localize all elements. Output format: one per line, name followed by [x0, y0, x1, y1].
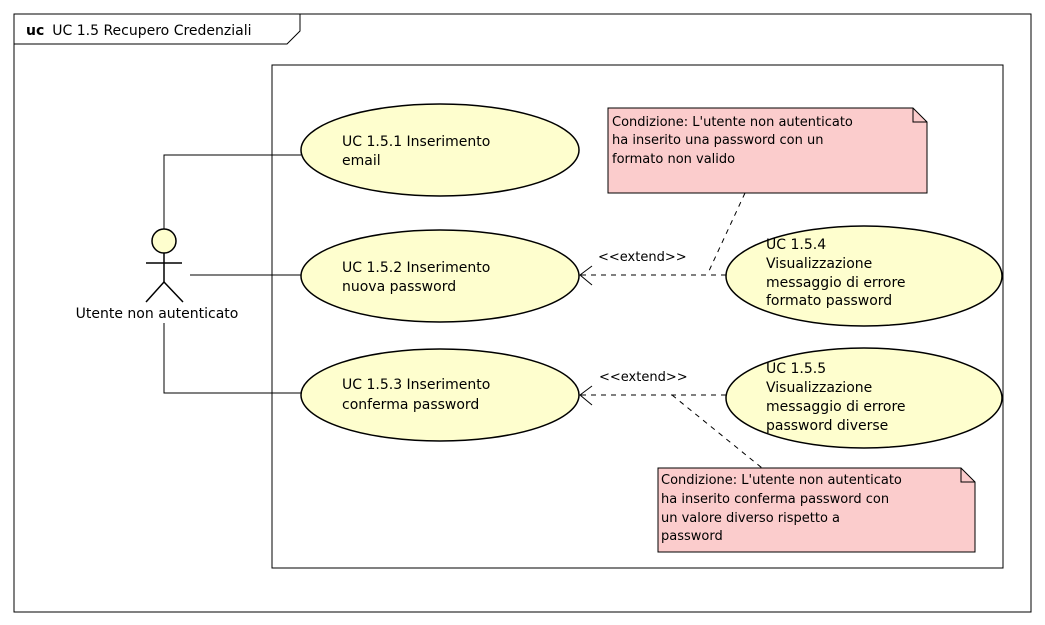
association-uc151	[163, 154, 301, 229]
extend-arrowhead	[579, 265, 593, 286]
use-case-label-line2: email	[342, 153, 381, 169]
use-case-uc-1-5-2: UC 1.5.2 Inserimento nuova password	[300, 229, 580, 323]
use-case-label-line1: UC 1.5.1 Inserimento	[342, 134, 490, 150]
use-case-label-line1: UC 1.5.3 Inserimento	[342, 377, 490, 393]
extend-label: <<extend>>	[598, 250, 687, 265]
use-case-ellipse	[300, 348, 580, 442]
use-case-uc-1-5-4: UC 1.5.4 Visualizzazione messaggio di er…	[725, 225, 1003, 327]
note-line4: password	[661, 529, 723, 544]
note-2: Condizione: L'utente non autenticato ha …	[657, 394, 976, 553]
use-case-label-line2: Visualizzazione	[766, 256, 872, 272]
extend-relation-1: <<extend>>	[579, 250, 726, 286]
frame-keyword: uc	[26, 23, 44, 39]
frame-label-box	[14, 14, 301, 45]
note-fold	[960, 468, 975, 483]
actor-head	[151, 228, 177, 254]
use-case-label-line1: UC 1.5.4	[766, 237, 826, 253]
actor-name: Utente non autenticato	[76, 306, 239, 322]
frame-label: uc UC 1.5 Recupero Credenziali	[26, 22, 252, 39]
note-line1: Condizione: L'utente non autenticato	[661, 473, 902, 488]
use-case-uc-1-5-5: UC 1.5.5 Visualizzazione messaggio di er…	[725, 347, 1003, 449]
use-case-uc-1-5-3: UC 1.5.3 Inserimento conferma password	[300, 348, 580, 442]
use-case-label-line2: nuova password	[342, 279, 456, 295]
use-case-label-line3: messaggio di errore	[766, 275, 906, 291]
use-case-ellipse	[300, 229, 580, 323]
use-case-label-line1: UC 1.5.5	[766, 361, 826, 377]
use-case-label-line2: conferma password	[342, 397, 479, 413]
note-fold	[912, 108, 927, 123]
use-case-label-line4: password diverse	[766, 418, 888, 434]
use-case-uc-1-5-1: UC 1.5.1 Inserimento email	[300, 103, 580, 197]
note-body	[607, 107, 928, 194]
use-case-label-line2: Visualizzazione	[766, 380, 872, 396]
extend-arrowhead	[579, 385, 593, 406]
actor-left-leg	[145, 281, 165, 303]
note-line3: un valore diverso rispetto a	[661, 511, 840, 526]
frame-title: UC 1.5 Recupero Credenziali	[52, 23, 251, 39]
note-line1: Condizione: L'utente non autenticato	[612, 115, 853, 130]
use-case-label-line3: messaggio di errore	[766, 399, 906, 415]
note-body	[657, 467, 976, 553]
use-case-label-line4: formato password	[766, 293, 892, 309]
note-line2: ha inserito una password con un	[612, 133, 823, 148]
note-line2: ha inserito conferma password con	[661, 492, 889, 507]
association-uc153	[163, 323, 301, 394]
use-case-ellipse	[725, 347, 1003, 449]
actor-right-leg	[163, 281, 184, 303]
system-boundary	[271, 64, 1004, 569]
use-case-label-line1: UC 1.5.2 Inserimento	[342, 260, 490, 276]
note-1: Condizione: L'utente non autenticato ha …	[607, 107, 928, 274]
extend-relation-2: <<extend>>	[579, 370, 726, 406]
note-connector	[707, 192, 746, 274]
note-line3: formato non valido	[612, 152, 735, 167]
extend-label: <<extend>>	[599, 370, 688, 385]
use-case-ellipse	[725, 225, 1003, 327]
use-case-ellipse	[300, 103, 580, 197]
actor-utente-non-autenticato: Utente non autenticato	[76, 228, 239, 322]
